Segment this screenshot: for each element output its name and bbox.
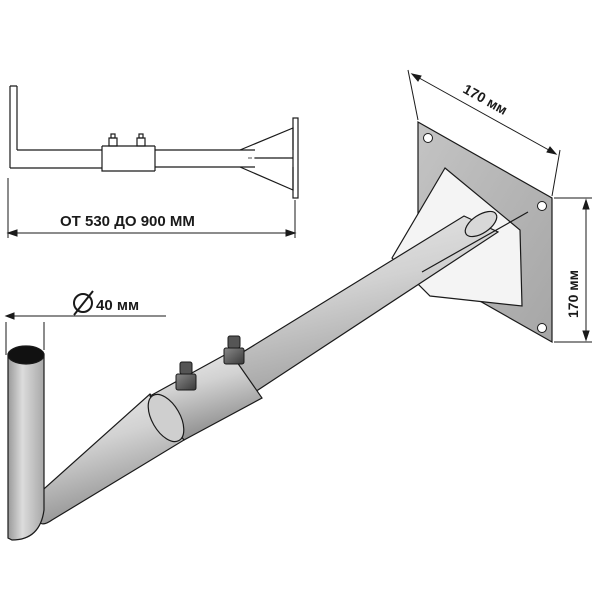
plate-height-label: 170 мм xyxy=(565,270,581,318)
side-view-sleeve xyxy=(101,145,156,172)
plate-width-label: 170 мм xyxy=(461,81,511,118)
side-view-mast xyxy=(9,85,18,168)
side-view-wall-plate xyxy=(292,117,299,199)
bolt-left xyxy=(175,361,197,391)
sleeve-end xyxy=(147,393,185,443)
diameter-label: 40 мм xyxy=(96,297,139,314)
bolt-right xyxy=(223,335,245,365)
diameter-dimension xyxy=(4,312,166,355)
vertical-mast xyxy=(7,353,45,541)
diameter-symbol xyxy=(73,290,94,316)
side-view-gusset xyxy=(239,127,294,191)
tube-centerline xyxy=(421,211,529,273)
plate-height-dimension xyxy=(554,197,592,343)
side-view-drawing xyxy=(9,85,299,199)
plate-width-dimension xyxy=(407,69,561,197)
mast-top-opening xyxy=(7,345,45,365)
plate-hole-top-left xyxy=(423,133,433,143)
side-view-inner-tube xyxy=(155,149,255,168)
plate-hole-top-right xyxy=(537,201,547,211)
length-dimension xyxy=(6,178,297,238)
inner-tube-end xyxy=(464,210,498,238)
side-view-arm xyxy=(10,149,102,169)
side-view-bolts xyxy=(108,133,146,147)
plate-hole-bottom-right xyxy=(537,323,547,333)
length-label: ОТ 530 ДО 900 ММ xyxy=(60,213,195,230)
